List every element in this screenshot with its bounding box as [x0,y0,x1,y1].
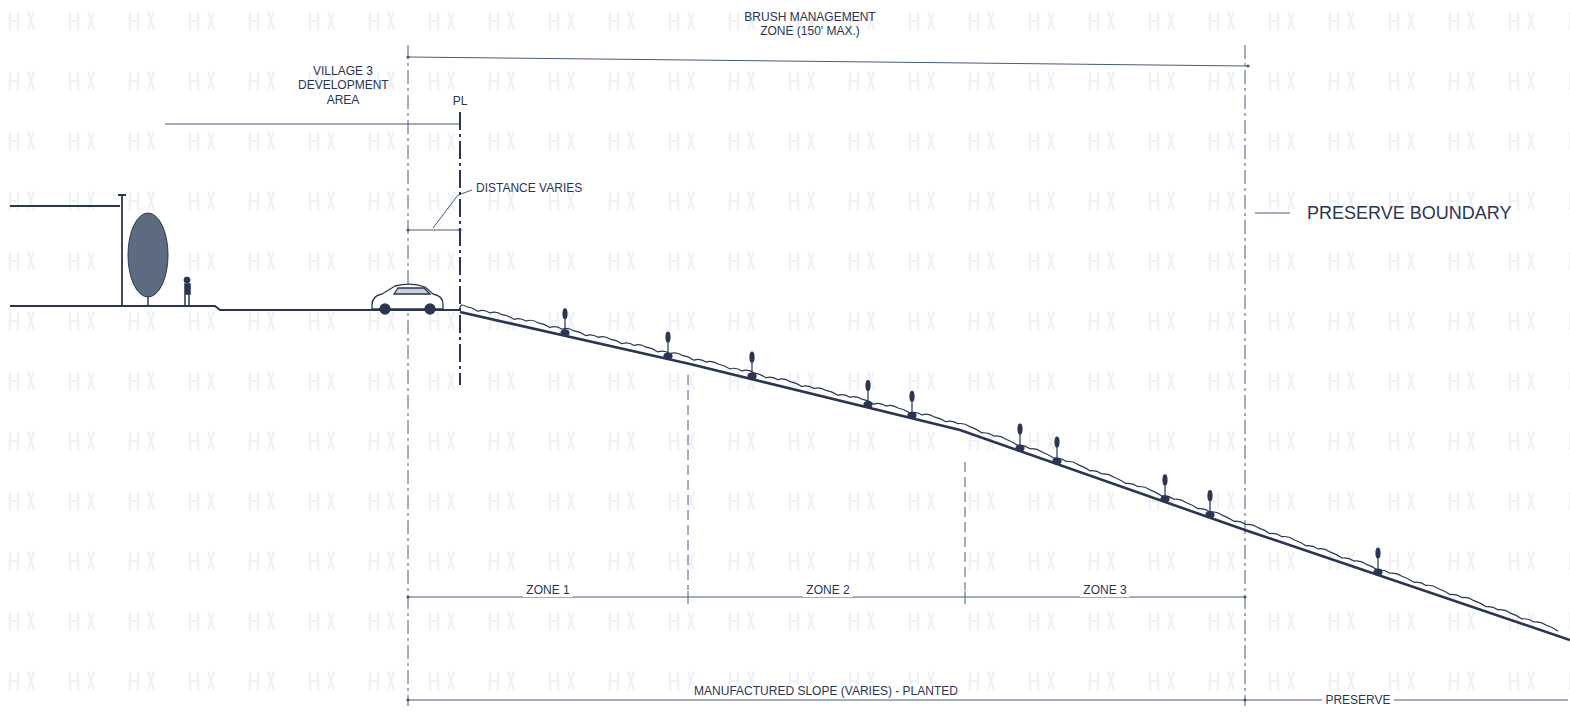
zone-dimension: BRUSH MANAGEMENT ZONE (150' MAX.) [735,10,885,39]
area-label: VILLAGE 3 DEVELOPMENT AREA [298,64,388,107]
shrub-symbol [908,391,916,418]
person [184,277,190,306]
shrub-symbol [664,332,672,359]
tree [128,213,168,306]
shrub-symbol [1053,437,1061,464]
dimension-note: DISTANCE VARIES [476,181,582,195]
shrub-symbol [561,309,569,336]
shrub-symbol [1161,475,1169,502]
shrub-symbol [748,352,756,379]
shrub-symbol [1016,424,1024,451]
shrub-symbol [864,381,872,408]
zone-label: ZONE 2 [803,583,852,597]
shrub-symbol [1206,491,1214,518]
property-line [459,112,461,385]
zone-label: ZONE 3 [1080,583,1129,597]
property-line-symbol: PL [453,94,468,108]
dimension-lines [165,45,1568,706]
brush-outline [460,305,1558,631]
shrub-symbol [1374,548,1382,575]
boundary-label: PRESERVE BOUNDARY [1307,203,1511,225]
zone-label: ZONE 1 [523,583,572,597]
slope-dimension: MANUFACTURED SLOPE (VARIES) - PLANTED [691,684,961,698]
slope-planting [460,305,1558,631]
car [372,284,443,314]
ground-profile [10,195,1570,640]
preserve-label: PRESERVE [1322,693,1393,707]
